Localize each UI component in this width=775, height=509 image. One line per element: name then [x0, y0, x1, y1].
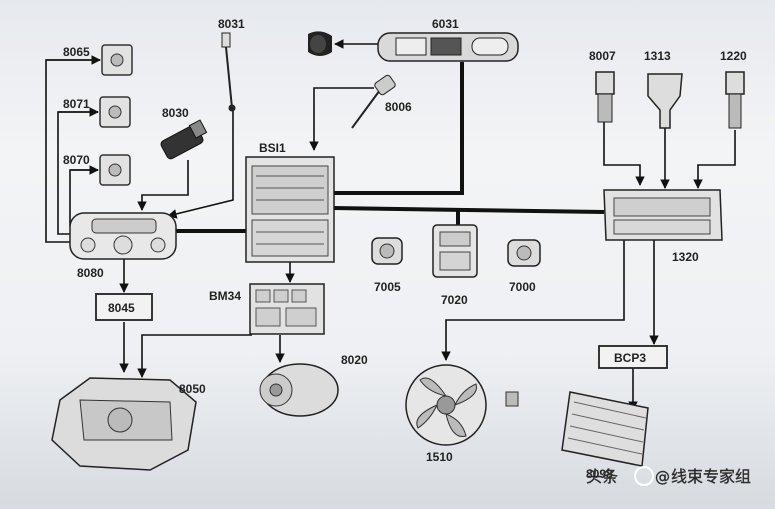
label-8065: 8065 [63, 45, 90, 59]
switch-panel-6031 [377, 32, 519, 62]
line-1320-1510 [441, 240, 625, 361]
sensor-8007 [595, 71, 615, 123]
watermark-at-icon [634, 466, 654, 486]
label-8045: 8045 [108, 301, 135, 315]
label-8006: 8006 [385, 100, 412, 114]
label-8050: 8050 [179, 382, 206, 396]
label-bsi1: BSI1 [259, 141, 286, 155]
label-6031: 6031 [432, 17, 459, 31]
label-bm34: BM34 [209, 289, 241, 303]
component-7005 [371, 237, 403, 265]
label-1220: 1220 [720, 49, 747, 63]
label-7020: 7020 [441, 293, 468, 307]
control-panel-8080 [69, 212, 177, 260]
heater-unit-8050 [51, 377, 197, 471]
label-8071: 8071 [63, 97, 90, 111]
label-8080: 8080 [77, 266, 104, 280]
watermark-at: @ [655, 468, 670, 486]
actuator-8065 [101, 44, 133, 76]
line-8006-bsi [309, 87, 374, 151]
line-bm34-8050 [137, 334, 252, 378]
bus-line-bsi-6031 [333, 62, 464, 195]
sensor-8031 [221, 32, 236, 112]
watermark-prefix: 头条 [586, 467, 618, 486]
label-8030: 8030 [162, 106, 189, 120]
compressor-8020 [259, 363, 339, 417]
actuator-8071 [99, 96, 131, 128]
component-7020 [432, 224, 478, 278]
watermark-name: 线束专家组 [671, 467, 751, 486]
fan-1510 [405, 364, 519, 446]
wires [45, 39, 736, 411]
label-1320: 1320 [672, 250, 699, 264]
box-bcp3 [598, 345, 668, 369]
label-7005: 7005 [374, 280, 401, 294]
actuator-8070 [99, 154, 131, 186]
box-8045 [95, 293, 153, 321]
line-8031-8080 [167, 110, 234, 219]
sensor-8006 [351, 74, 396, 129]
sensor-1313 [647, 73, 683, 129]
label-8098: 8098 [586, 467, 613, 481]
label-1510: 1510 [426, 450, 453, 464]
label-bcp3: BCP3 [614, 351, 646, 365]
lamp-bulb [308, 31, 332, 56]
sensor-8030 [160, 119, 208, 160]
component-labels: 8031 6031 8065 8071 8070 8030 8006 BSI1 … [63, 17, 747, 481]
bm34-module [249, 283, 325, 335]
sensor-1220 [725, 71, 745, 129]
label-7000: 7000 [509, 280, 536, 294]
label-8020: 8020 [341, 353, 368, 367]
bus-line-bsi-ecu [332, 206, 605, 214]
component-7000 [507, 239, 541, 267]
watermark: 头条 @ 线束专家组 [586, 466, 751, 486]
line-8007-1320 [603, 122, 645, 186]
label-8007: 8007 [589, 49, 616, 63]
line-1220-1320 [693, 130, 736, 189]
condenser-8098 [561, 391, 649, 467]
label-8031: 8031 [218, 17, 245, 31]
ecu-1320 [603, 189, 723, 241]
line-8030-8080 [137, 160, 189, 211]
label-8070: 8070 [63, 153, 90, 167]
label-1313: 1313 [644, 49, 671, 63]
bsi1-module [245, 156, 335, 263]
